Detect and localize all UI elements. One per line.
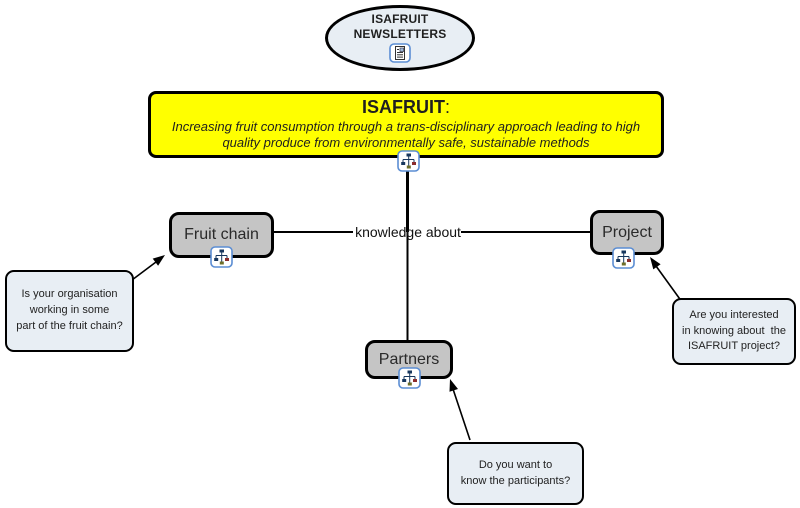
callout-line: Do you want to (478, 458, 553, 471)
newsletter-icon[interactable] (389, 42, 411, 63)
newsletters-label-line2: NEWSLETTERS (353, 27, 447, 41)
focus-cmap-resource-icon[interactable] (397, 150, 420, 172)
focus-title-bold: ISAFRUIT (361, 97, 445, 117)
concept-partners-label: Partners (378, 350, 440, 368)
partners-cmap-resource-icon[interactable] (398, 367, 421, 389)
focus-subtitle: Increasing fruit consumption through a t… (171, 118, 641, 150)
focus-title: ISAFRUIT: (362, 97, 450, 119)
callout-line: ISAFRUIT project? (687, 340, 781, 353)
concept-project-label: Project (602, 223, 652, 241)
callout-line: working in some (29, 304, 110, 317)
callout-line: in knowing about the (682, 324, 786, 337)
fruit-chain-cmap-resource-icon[interactable] (210, 246, 233, 268)
focus-title-colon: : (444, 97, 450, 117)
project-cmap-resource-icon[interactable] (612, 247, 635, 269)
callout-line: part of the fruit chain? (16, 319, 123, 332)
focus-question-node[interactable]: ISAFRUIT: Increasing fruit consumption t… (148, 91, 664, 158)
concept-fruit-chain-label: Fruit chain (184, 226, 259, 243)
newsletters-node[interactable]: ISAFRUIT NEWSLETTERS (325, 5, 475, 71)
linking-phrase: knowledge about (355, 224, 461, 240)
callout-partners-question: Do you want to know the participants? (447, 442, 584, 505)
callout-project-question: Are you interested in knowing about the … (672, 298, 796, 365)
callout-line: know the participants? (460, 474, 571, 487)
callout-line: Are you interested (689, 308, 779, 321)
newsletters-label-line1: ISAFRUIT (371, 12, 429, 27)
callout-line: Is your organisation (21, 288, 118, 301)
callout-fruit-chain-question: Is your organisation working in some par… (5, 270, 134, 352)
